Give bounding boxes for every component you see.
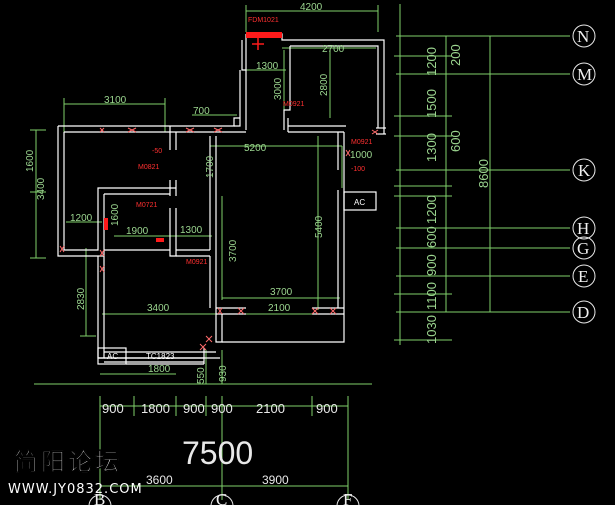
dim-right-600: 600	[448, 130, 463, 152]
dim-right-1500: 1500	[424, 89, 439, 118]
dimension-lines	[30, 4, 570, 500]
dim-left-3400: 3400	[36, 177, 47, 200]
tag-m0921-top: M0921	[283, 101, 305, 108]
ac-tag-right: AC	[354, 198, 365, 207]
dim-3000: 3000	[273, 77, 284, 100]
walls	[57, 33, 386, 365]
right-axis-labels: N M K H G E D	[577, 27, 592, 322]
dim-5400: 5400	[314, 215, 325, 238]
dim-3700-horizontal: 3700	[270, 287, 293, 298]
tag-m0821: M0821	[138, 164, 160, 171]
bottom-axis-labels: B C F	[94, 490, 352, 505]
dim-right-1200b: 1200	[424, 195, 439, 224]
dim-1200-room: 1200	[70, 213, 93, 224]
axis-label-e: E	[578, 267, 588, 286]
dim-right-1030: 1030	[424, 315, 439, 344]
door-marker-small	[104, 218, 108, 230]
dim-right-900: 900	[424, 254, 439, 276]
dim-bottom-900b: 900	[183, 401, 205, 416]
axis-label-m: M	[577, 65, 592, 84]
dim-left-2830: 2830	[76, 287, 87, 310]
axis-label-b: B	[94, 490, 105, 505]
dim-2800: 2800	[319, 73, 330, 96]
dim-bottom-900d: 900	[316, 401, 338, 416]
wall-hatching	[59, 127, 379, 351]
tag-m0721: M0721	[136, 202, 158, 209]
dim-bottom-900c: 900	[211, 401, 233, 416]
dim-2700: 2700	[322, 44, 345, 55]
dim-3700-vertical: 3700	[228, 239, 239, 262]
level-right: -100	[351, 166, 365, 173]
bottom-axis-bubbles	[88, 494, 360, 505]
dim-bottom-1800: 1800	[141, 401, 170, 416]
dim-right-1300: 1300	[424, 133, 439, 162]
door-marker-hall	[156, 238, 164, 242]
equipment-tags: AC AC TC1823	[107, 198, 365, 361]
tag-m0921-right: M0921	[351, 139, 373, 146]
watermark-url: WWW.JY0832.COM	[8, 482, 143, 497]
dim-3100: 3100	[104, 95, 127, 106]
axis-label-h: H	[577, 219, 589, 238]
dim-1700: 1700	[205, 155, 216, 178]
dim-right-600b: 600	[424, 226, 439, 248]
dim-3400-inner: 3400	[147, 303, 170, 314]
dim-left-1600: 1600	[25, 149, 36, 172]
ac-tag-left: AC	[107, 352, 118, 361]
dim-1800-inner: 1800	[148, 364, 171, 375]
dim-930: 930	[218, 365, 229, 382]
dim-bottom-total-7500: 7500	[182, 435, 253, 471]
dim-bottom-2100: 2100	[256, 401, 285, 416]
dim-bottom-3600: 3600	[146, 473, 173, 487]
level-left: -50	[152, 148, 162, 155]
dim-1000: 1000	[350, 150, 373, 161]
dim-1300-hall: 1300	[180, 225, 203, 236]
dim-right-1200a: 1200	[424, 47, 439, 76]
tag-fdm1021: FDM1021	[248, 17, 279, 24]
axis-label-d: D	[577, 303, 589, 322]
axis-label-n: N	[577, 27, 589, 46]
watermark-title: 简阳论坛	[14, 448, 122, 476]
dim-2100-inner: 2100	[268, 303, 291, 314]
door-markers	[104, 32, 282, 242]
dim-1600-room: 1600	[110, 203, 121, 226]
axis-label-g: G	[577, 239, 589, 258]
dim-4200: 4200	[300, 2, 323, 13]
axis-label-c: C	[216, 490, 227, 505]
door-tags: FDM1021 M0921 M0921 M0821 M0721 M0921 -1…	[136, 17, 373, 266]
axis-label-k: K	[578, 161, 591, 180]
dimension-text: 4200 2700 1300 3000 2800 3100 700 5200 1…	[25, 2, 373, 384]
dim-550: 550	[196, 367, 207, 384]
dim-1300-top: 1300	[256, 61, 279, 72]
dim-700: 700	[193, 106, 210, 117]
window-tag-tc1823: TC1823	[146, 352, 175, 361]
dim-bottom-900a: 900	[102, 401, 124, 416]
dim-right-1100: 1100	[424, 282, 439, 310]
axis-label-f: F	[343, 490, 352, 505]
dim-bottom-3900: 3900	[262, 473, 289, 487]
dim-1900: 1900	[126, 226, 149, 237]
tag-m0921-mid: M0921	[186, 259, 208, 266]
dim-5200: 5200	[244, 143, 267, 154]
entry-door-marker	[246, 32, 282, 38]
right-dimension-text: 1200 200 1500 1300 600 1200 600 900 1100…	[424, 44, 491, 344]
dim-right-200: 200	[448, 44, 463, 66]
dim-right-total-8600: 8600	[476, 159, 491, 188]
watermark: 简阳论坛 WWW.JY0832.COM	[8, 448, 143, 497]
right-axis-bubbles	[572, 24, 596, 324]
bottom-dimension-text: 900 1800 900 900 2100 900 7500 3600 3900	[102, 401, 338, 487]
